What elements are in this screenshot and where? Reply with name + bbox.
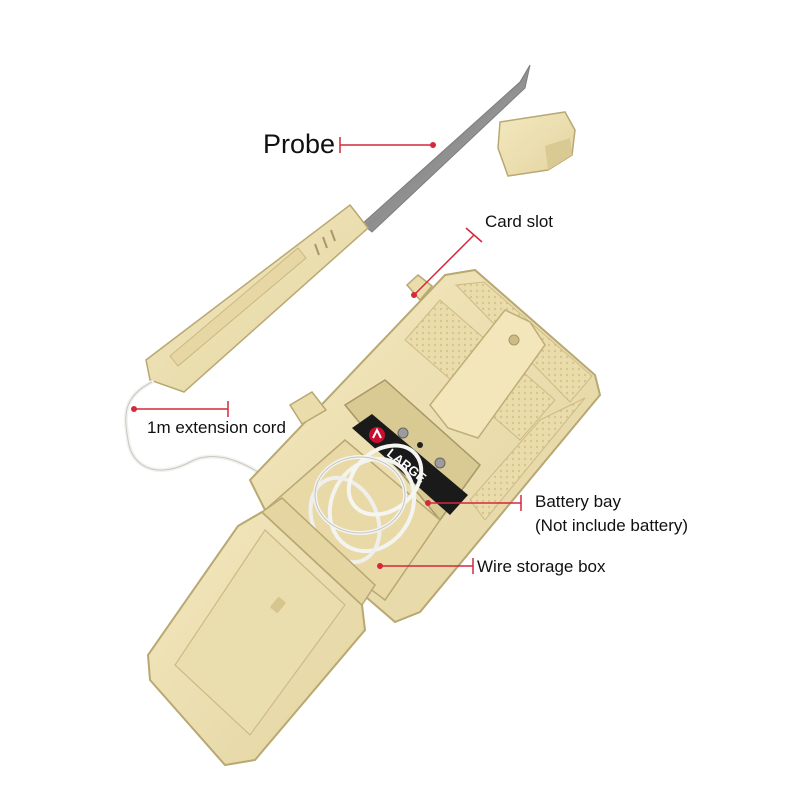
extension-cord-label: 1m extension cord [147,418,286,437]
probe-label: Probe [263,129,336,159]
card-slot-label: Card slot [485,212,554,231]
wire-storage-label: Wire storage box [477,557,606,576]
battery-bay-label: Battery bay [535,492,621,511]
probe-cap [497,111,576,177]
battery-note-label: (Not include battery) [535,516,689,535]
open-lid [146,497,376,767]
leader-lines [131,137,522,574]
card-slot-leader-line [413,234,475,296]
probe-handle [145,203,370,393]
